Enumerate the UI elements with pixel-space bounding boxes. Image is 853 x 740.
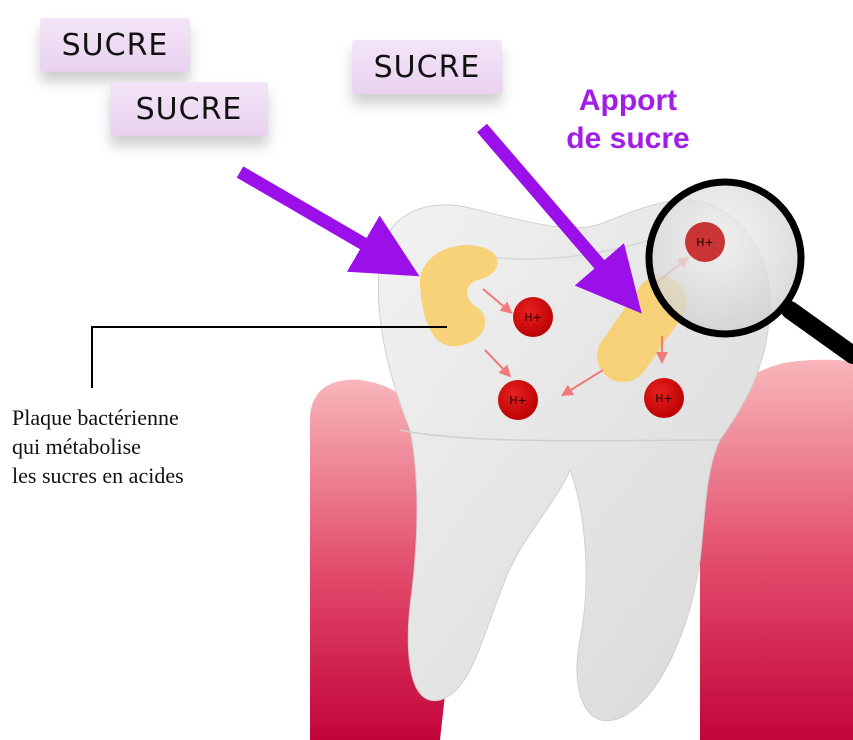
h-plus-ion: H+ [498,380,538,420]
svg-text:H+: H+ [696,236,714,249]
sugar-arrow-left [240,172,388,258]
apport-line-2: de sucre [548,120,708,158]
magnifier-handle [790,310,853,355]
svg-text:H+: H+ [655,392,673,405]
plaque-caption-line: qui métabolise [12,432,272,461]
plaque-caption: Plaque bactérienne qui métabolise les su… [12,403,272,490]
h-plus-ion: H+ [513,297,553,337]
magnifier-lens [649,182,801,334]
plaque-caption-line: Plaque bactérienne [12,403,272,432]
apport-de-sucre-label: Apport de sucre [548,82,708,158]
svg-text:H+: H+ [524,311,542,324]
h-plus-ion: H+ [644,378,684,418]
sugar-label: SUCRE [352,40,502,94]
h-plus-ion-magnified: H+ [685,222,725,262]
apport-line-1: Apport [548,82,708,120]
sugar-label: SUCRE [40,18,190,72]
sugar-label: SUCRE [110,82,268,136]
plaque-caption-line: les sucres en acides [12,461,272,490]
svg-text:H+: H+ [509,394,527,407]
